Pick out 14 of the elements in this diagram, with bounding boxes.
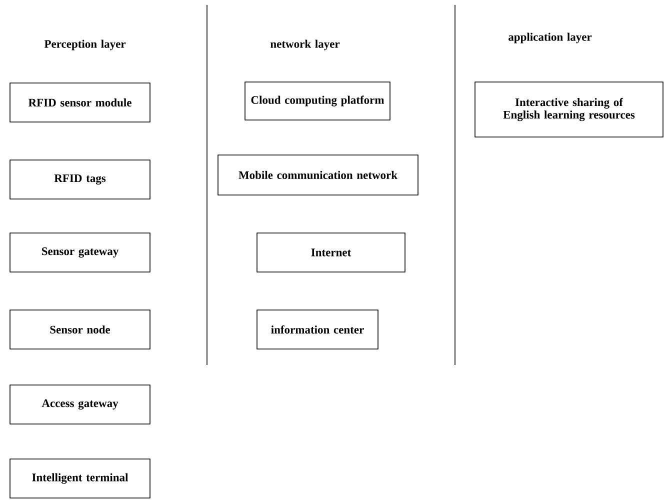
column-heading: Perception layer	[44, 40, 126, 50]
process-box: Intelligent terminal	[10, 458, 150, 498]
column-heading: network layer	[270, 40, 340, 50]
process-box: Sensor node	[10, 310, 150, 350]
process-box: Cloud computing platform	[244, 82, 390, 120]
process-box: RFID tags	[10, 160, 150, 200]
process-box: Sensor gateway	[10, 232, 150, 272]
process-box: information center	[256, 310, 378, 350]
column-heading: application layer	[508, 32, 592, 44]
process-box: Mobile communication network	[218, 154, 418, 196]
process-box: Access gateway	[10, 384, 150, 424]
process-box: RFID sensor module	[10, 82, 150, 122]
process-box: Interactive sharing of English learning resources	[474, 82, 664, 138]
process-box: Internet	[256, 232, 406, 272]
